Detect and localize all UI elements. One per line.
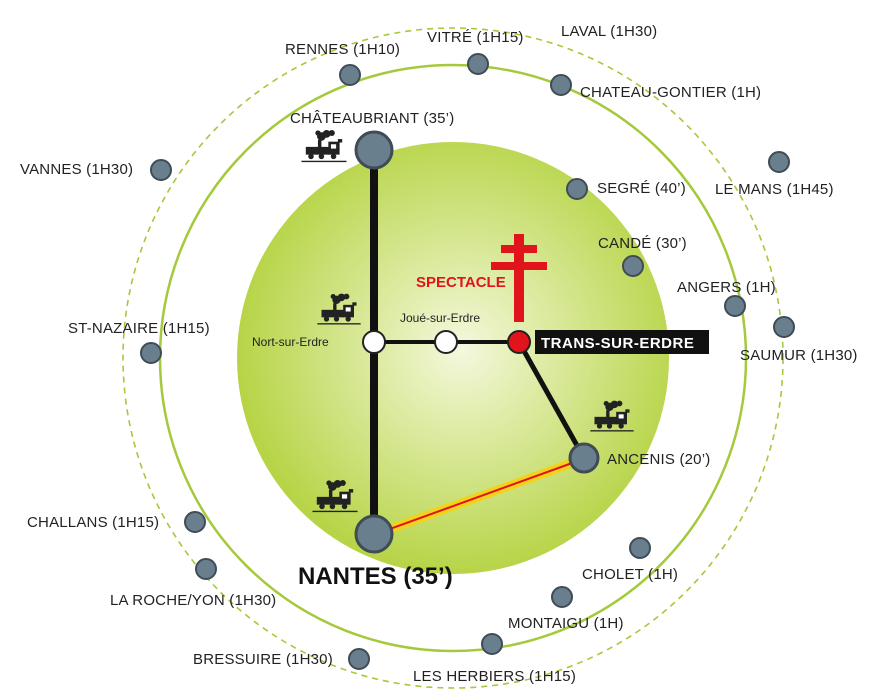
- stop-nort-node[interactable]: [362, 330, 386, 354]
- city-node-challans[interactable]: [184, 511, 206, 533]
- city-node-montaigu[interactable]: [551, 586, 573, 608]
- city-label-bressuire: BRESSUIRE (1H30): [193, 651, 333, 668]
- trans-sur-erdre-badge: TRANS-SUR-ERDRE: [535, 330, 709, 354]
- route-trans-ancenis: [516, 340, 587, 460]
- city-node-vitre[interactable]: [467, 53, 489, 75]
- city-label-la-roche-yon: LA ROCHE/YON (1H30): [110, 592, 276, 609]
- city-node-saumur[interactable]: [773, 316, 795, 338]
- hub-chateaubriant-node[interactable]: [354, 130, 394, 170]
- city-node-cande[interactable]: [622, 255, 644, 277]
- city-label-cande: CANDÉ (30’): [598, 235, 687, 252]
- city-node-cholet[interactable]: [629, 537, 651, 559]
- hub-ancenis-node[interactable]: [568, 442, 600, 474]
- city-node-angers[interactable]: [724, 295, 746, 317]
- joue-label: Joué-sur-Erdre: [400, 311, 480, 325]
- city-label-challans: CHALLANS (1H15): [27, 514, 159, 531]
- city-node-st-nazaire[interactable]: [140, 342, 162, 364]
- city-label-les-herbiers: LES HERBIERS (1H15): [413, 668, 576, 685]
- stop-joue-node[interactable]: [434, 330, 458, 354]
- trans-sur-erdre-node[interactable]: [507, 330, 531, 354]
- nantes-label: NANTES (35’): [298, 563, 453, 590]
- spectacle-label: SPECTACLE: [416, 274, 506, 291]
- city-node-chateau-gontier[interactable]: [550, 74, 572, 96]
- ancenis-label: ANCENIS (20’): [607, 451, 710, 468]
- city-node-les-herbiers[interactable]: [481, 633, 503, 655]
- chateaubriant-label: CHÂTEAUBRIANT (35’): [290, 110, 454, 127]
- city-node-le-mans[interactable]: [768, 151, 790, 173]
- city-node-segre[interactable]: [566, 178, 588, 200]
- city-label-segre: SEGRÉ (40’): [597, 180, 686, 197]
- city-label-montaigu: MONTAIGU (1H): [508, 615, 624, 632]
- rail-line-nantes-ancenis: [371, 453, 591, 539]
- city-node-rennes[interactable]: [339, 64, 361, 86]
- steam-train-icon-chateaubriant: [301, 129, 347, 163]
- cross-of-lorraine-icon: [491, 234, 547, 322]
- trans-sur-erdre-label: TRANS-SUR-ERDRE: [541, 335, 694, 352]
- outer-cities: RENNES (1H10) VITRÉ (1H15) LAVAL (1H30) CHA…: [20, 23, 858, 685]
- nort-label: Nort-sur-Erdre: [252, 335, 329, 349]
- city-label-rennes: RENNES (1H10): [285, 41, 400, 58]
- outer-dashed-ring: [122, 27, 784, 689]
- city-label-saumur: SAUMUR (1H30): [740, 347, 858, 364]
- hub-nantes-node[interactable]: [354, 514, 394, 554]
- city-node-vannes[interactable]: [150, 159, 172, 181]
- city-label-cholet: CHOLET (1H): [582, 566, 678, 583]
- city-node-la-roche-yon[interactable]: [195, 558, 217, 580]
- city-label-laval: LAVAL (1H30): [561, 23, 657, 40]
- city-label-vannes: VANNES (1H30): [20, 161, 133, 178]
- city-node-bressuire[interactable]: [348, 648, 370, 670]
- city-label-angers: ANGERS (1H): [677, 279, 776, 296]
- city-label-le-mans: LE MANS (1H45): [715, 181, 834, 198]
- city-label-chateau-gontier: CHATEAU-GONTIER (1H): [580, 84, 761, 101]
- city-label-st-nazaire: ST-NAZAIRE (1H15): [68, 320, 210, 337]
- city-label-vitre: VITRÉ (1H15): [427, 29, 524, 46]
